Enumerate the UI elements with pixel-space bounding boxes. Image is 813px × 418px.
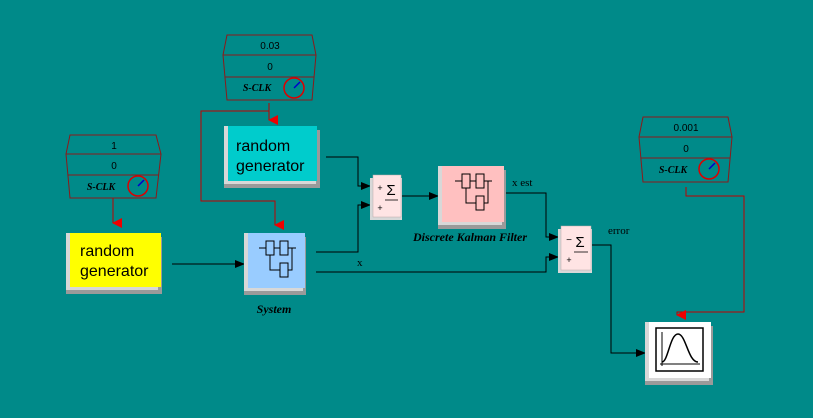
svg-text:+: + [377, 203, 382, 213]
clock-icon [127, 175, 149, 197]
state-space-icon [455, 173, 492, 211]
random-generator-block-1[interactable]: random generator [66, 233, 162, 294]
event-wire-clock3-to-scope [676, 187, 745, 320]
svg-text:−: − [566, 235, 572, 246]
clock-init-value: 0 [267, 62, 273, 73]
signal-label-error: error [608, 225, 630, 237]
wires [112, 103, 745, 357]
wire-error-to-scope [592, 244, 646, 357]
clock-icon [698, 158, 720, 180]
clock-period-value: 0.03 [260, 41, 280, 52]
svg-text:+: + [566, 255, 571, 265]
sum-block-2[interactable]: − Σ + [558, 225, 592, 273]
system-block[interactable]: System [244, 233, 306, 316]
svg-text:Σ: Σ [575, 234, 584, 251]
random-generator-block-2[interactable]: random generator [224, 126, 320, 188]
kalman-filter-block[interactable]: Discrete Kalman Filter [412, 166, 527, 244]
block-label-line2: generator [236, 158, 305, 175]
clock-period-value: 0.001 [673, 123, 698, 134]
clock-label: S-CLK [659, 165, 689, 176]
clock-init-value: 0 [683, 144, 689, 155]
signal-label-x-est: x est [512, 177, 532, 189]
clock-block-3[interactable]: 0.001 0 S-CLK [638, 116, 733, 183]
block-caption: Discrete Kalman Filter [412, 230, 527, 244]
clock-block-2[interactable]: 0.03 0 S-CLK [222, 34, 317, 101]
state-space-icon [259, 240, 296, 278]
block-label-line1: random [236, 138, 290, 155]
clock-icon [283, 77, 305, 99]
sum-icon: + Σ + [377, 182, 398, 213]
scope-block[interactable] [645, 322, 713, 385]
sum-block-1[interactable]: + Σ + [370, 174, 402, 220]
wire-kalman-to-sum2 [506, 192, 559, 241]
clock-period-value: 1 [111, 141, 117, 152]
clock-init-value: 0 [111, 161, 117, 172]
svg-text:+: + [377, 183, 382, 193]
block-label-line2: generator [80, 263, 149, 280]
clock-block-1[interactable]: 1 0 S-CLK [65, 134, 162, 199]
signal-label-x: x [357, 257, 363, 269]
clock-label: S-CLK [243, 83, 273, 94]
wire-system-x-to-sum2 [316, 253, 559, 273]
scope-icon [655, 327, 704, 372]
sum-icon: − Σ + [566, 234, 588, 265]
block-caption: System [257, 302, 292, 316]
wire-system-y-to-sum1 [316, 201, 371, 253]
svg-text:Σ: Σ [386, 182, 395, 199]
block-label-line1: random [80, 243, 134, 260]
event-wire-clock2-to-system [200, 110, 284, 230]
clock-label: S-CLK [87, 182, 117, 193]
wire-rand2-to-sum1 [326, 156, 371, 190]
